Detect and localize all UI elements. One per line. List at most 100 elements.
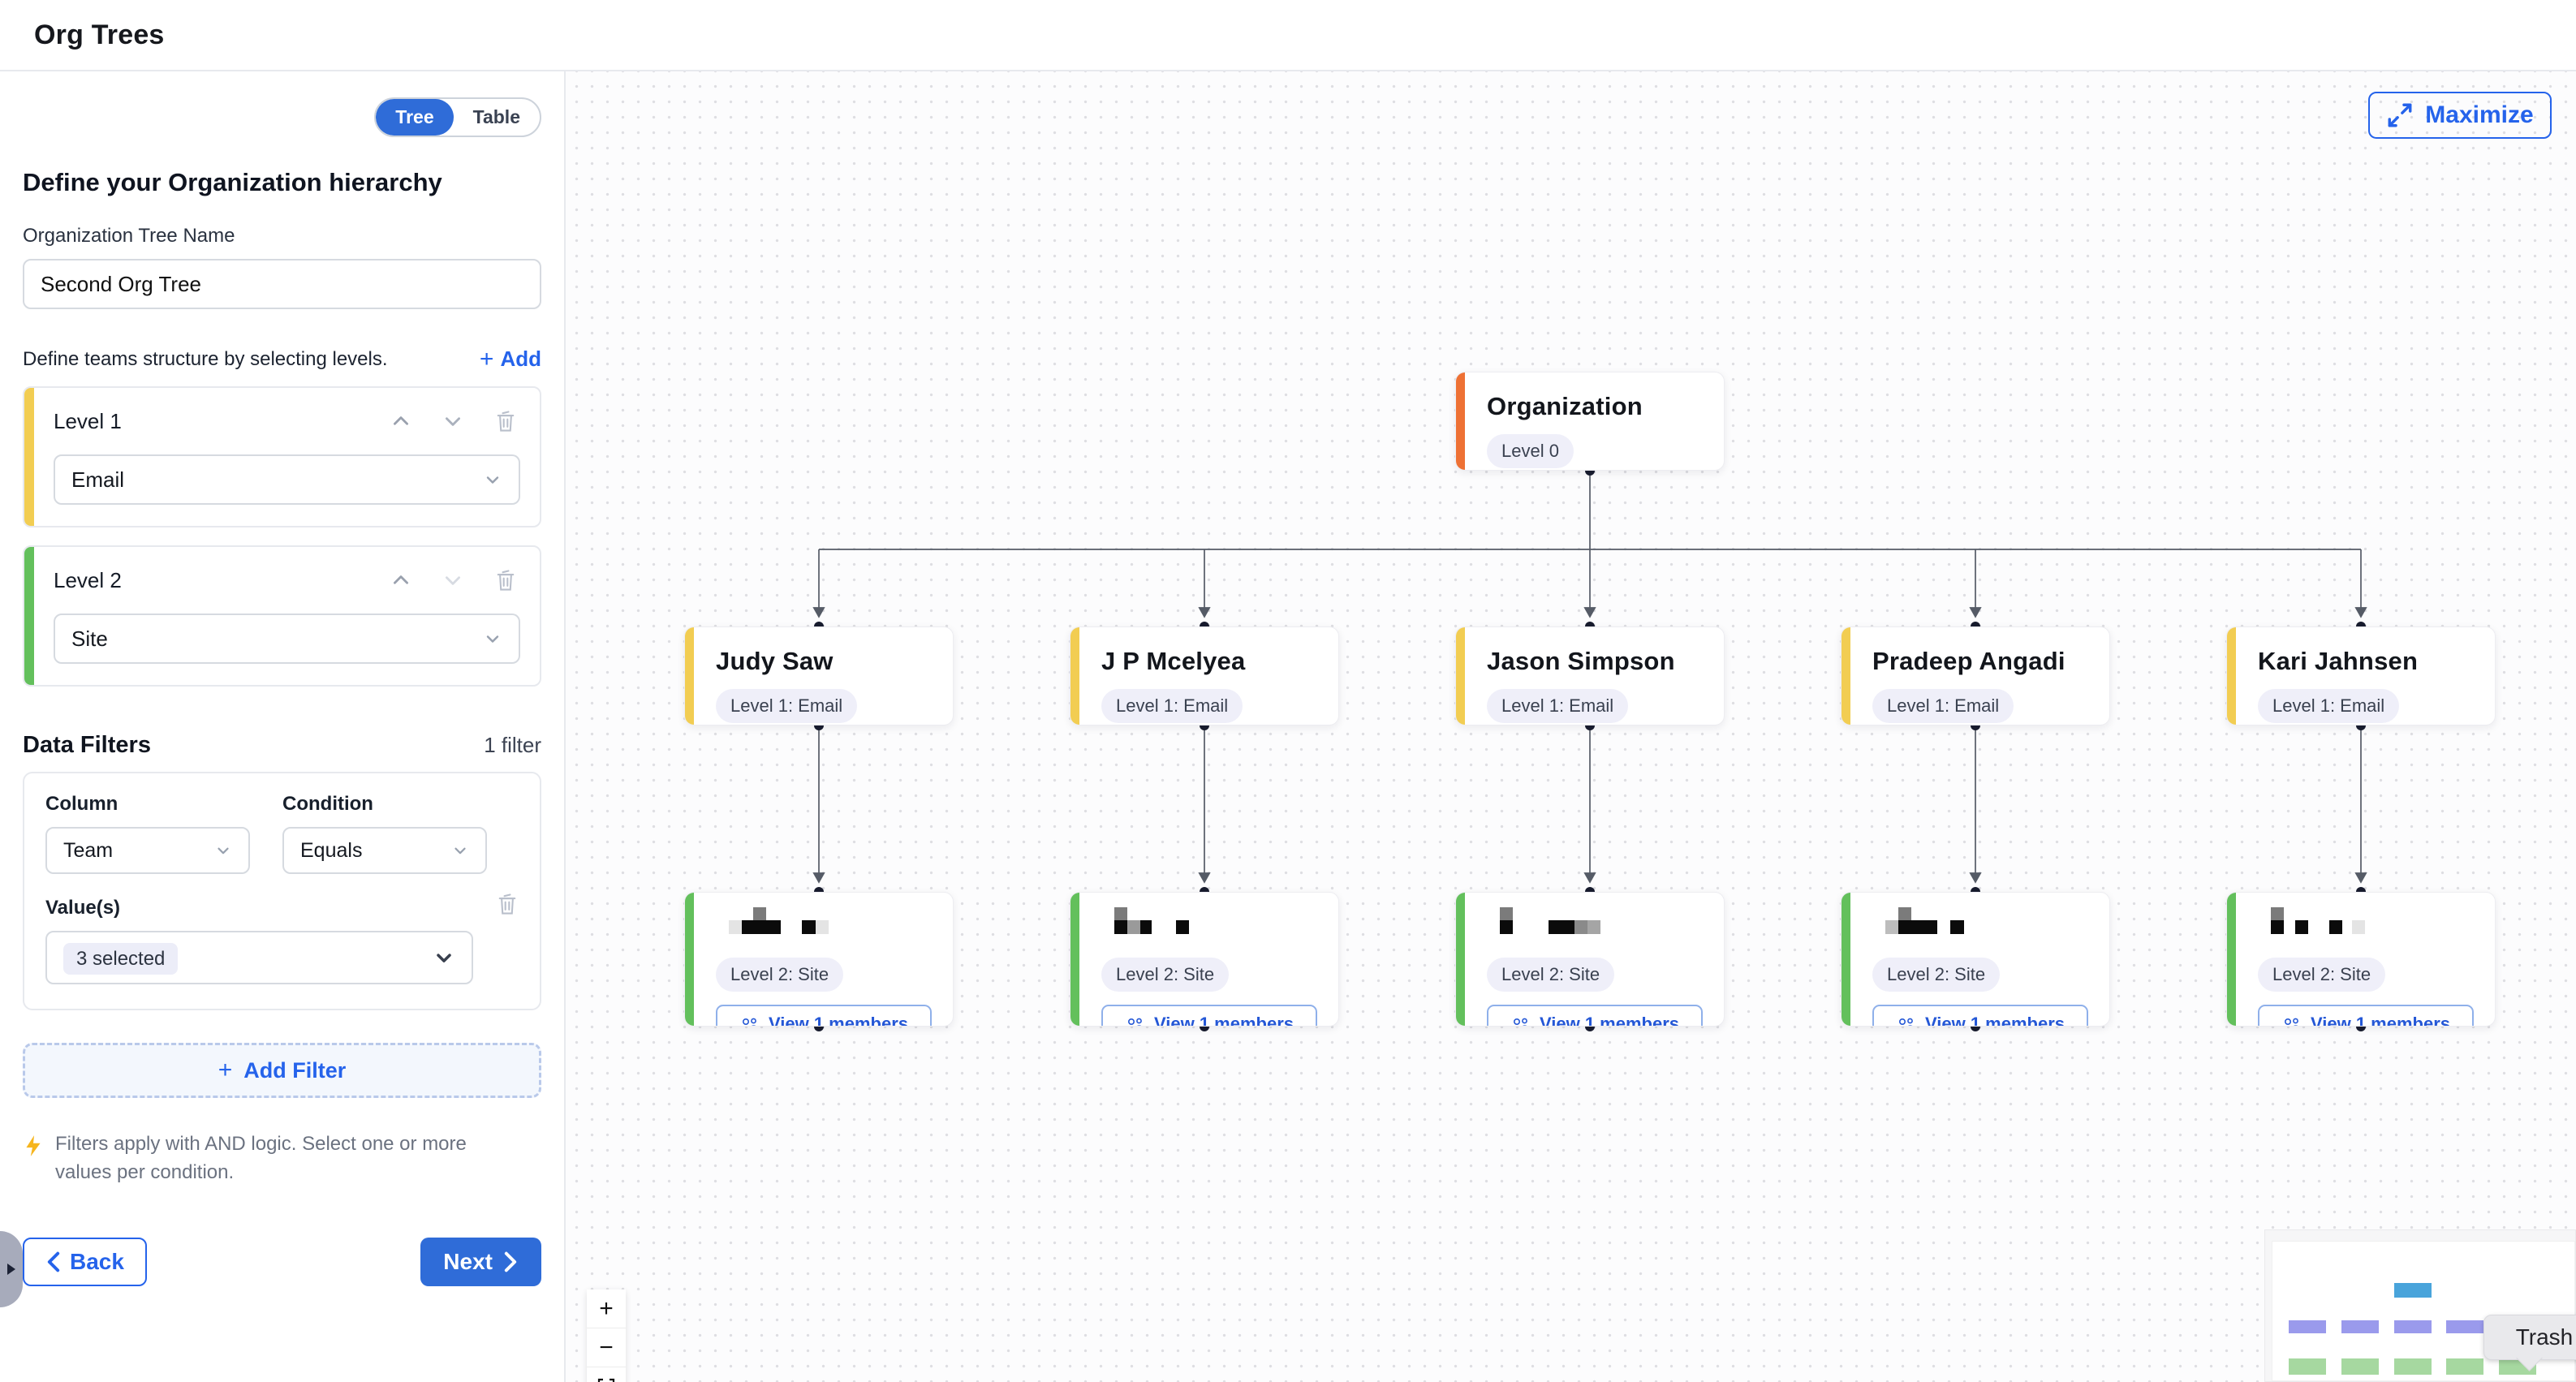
trash-tooltip: Trash (2483, 1315, 2576, 1360)
filter-condition-select[interactable]: Equals (282, 827, 487, 874)
column-label: Column (45, 793, 118, 815)
people-icon (1513, 1018, 1527, 1026)
levels-section-header: Define teams structure by selecting leve… (23, 347, 541, 372)
minimap-node (2446, 1320, 2483, 1333)
node-accent (1842, 627, 1850, 725)
people-icon (742, 1018, 756, 1026)
move-level-down-button[interactable] (439, 566, 467, 594)
people-icon (1127, 1018, 1142, 1026)
node-title: Pradeep Angadi (1872, 647, 2066, 675)
redacted-name (2271, 907, 2474, 946)
level1-node[interactable]: Pradeep Angadi Level 1: Email (1841, 626, 2110, 725)
chevron-down-icon (446, 417, 460, 426)
sidebar: Tree Table Define your Organization hier… (0, 71, 566, 1382)
minimap-node (2289, 1358, 2326, 1375)
view-members-button[interactable]: View 1 members (716, 1005, 932, 1026)
delete-filter-button[interactable] (493, 889, 522, 919)
expand-icon (2388, 103, 2412, 127)
view-members-button[interactable]: View 1 members (1487, 1005, 1703, 1026)
app-header: Org Trees (0, 0, 2576, 71)
filter-count: 1 filter (484, 733, 541, 757)
move-level-up-button[interactable] (387, 566, 415, 594)
node-accent (1456, 893, 1465, 1026)
org-root-node[interactable]: Organization Level 0 (1455, 372, 1725, 471)
view-members-button[interactable]: View 1 members (1101, 1005, 1317, 1026)
node-title: Jason Simpson (1487, 647, 1675, 675)
level1-accent (24, 388, 34, 526)
redacted-name (1885, 907, 2088, 946)
node-level-badge: Level 2: Site (1487, 958, 1615, 992)
minimap-node (2341, 1358, 2379, 1375)
add-filter-button[interactable]: + Add Filter (23, 1043, 541, 1098)
data-filters-title: Data Filters (23, 732, 151, 758)
play-right-icon (7, 1264, 15, 1275)
org-tree-canvas[interactable]: Organization Level 0 Judy Saw Level 1: E… (566, 71, 2576, 1382)
sidebar-expand-handle[interactable] (0, 1231, 23, 1307)
fit-view-icon (597, 1378, 615, 1382)
maximize-button[interactable]: Maximize (2368, 92, 2552, 139)
wizard-nav: Back Next (23, 1237, 541, 1286)
zoom-in-button[interactable]: + (587, 1289, 626, 1328)
filter-card: Column Condition Team Equals Value(s) (23, 772, 541, 1010)
node-accent (685, 627, 694, 725)
zoom-controls: + − (587, 1289, 626, 1382)
node-level-badge: Level 2: Site (1872, 958, 2001, 992)
chevron-up-icon (394, 416, 408, 425)
table-toggle-button[interactable]: Table (454, 99, 540, 136)
lightning-icon (26, 1135, 41, 1156)
level2-node[interactable]: Level 2: Site View 1 members (1070, 892, 1339, 1027)
chevron-up-icon (394, 575, 408, 584)
filter-values-select[interactable]: 3 selected (45, 931, 473, 984)
chevron-down-icon (446, 576, 460, 585)
zoom-out-button[interactable]: − (587, 1328, 626, 1367)
view-members-button[interactable]: View 1 members (1872, 1005, 2088, 1026)
view-toggle: Tree Table (374, 97, 541, 137)
level1-node[interactable]: J P Mcelyea Level 1: Email (1070, 626, 1339, 725)
view-members-button[interactable]: View 1 members (2258, 1005, 2474, 1026)
node-level-badge: Level 2: Site (2258, 958, 2386, 992)
tree-name-input[interactable] (23, 259, 541, 309)
node-level-badge: Level 1: Email (1101, 689, 1243, 723)
tree-toggle-button[interactable]: Tree (376, 99, 454, 136)
level2-node[interactable]: Level 2: Site View 1 members (2226, 892, 2496, 1027)
level1-node[interactable]: Kari Jahnsen Level 1: Email (2226, 626, 2496, 725)
filters-note: Filters apply with AND logic. Select one… (23, 1130, 510, 1187)
level2-column-select[interactable]: Site (54, 614, 520, 664)
node-accent (685, 893, 694, 1026)
move-level-up-button[interactable] (387, 407, 415, 435)
people-icon (2284, 1018, 2298, 1026)
next-button[interactable]: Next (420, 1237, 541, 1286)
minimap-node (2394, 1320, 2432, 1333)
add-level-button[interactable]: + Add (479, 345, 541, 372)
chevron-down-icon (486, 635, 499, 643)
chevron-down-icon (486, 476, 499, 484)
level2-node[interactable]: Level 2: Site View 1 members (684, 892, 954, 1027)
filter-column-select[interactable]: Team (45, 827, 250, 874)
level2-node[interactable]: Level 2: Site View 1 members (1455, 892, 1725, 1027)
node-level-badge: Level 1: Email (1872, 689, 2014, 723)
node-accent (2227, 893, 2236, 1026)
redacted-name (1500, 907, 1703, 946)
plus-icon: + (218, 1057, 233, 1083)
level1-node[interactable]: Jason Simpson Level 1: Email (1455, 626, 1725, 725)
back-button[interactable]: Back (23, 1237, 147, 1286)
minimap-node (2446, 1358, 2483, 1375)
trash-icon (497, 570, 515, 591)
delete-level-button[interactable] (491, 565, 520, 596)
level1-title: Level 1 (54, 408, 122, 433)
level1-column-select[interactable]: Email (54, 454, 520, 505)
delete-level-button[interactable] (491, 406, 520, 437)
move-level-down-button[interactable] (439, 407, 467, 435)
redacted-name (1114, 907, 1317, 946)
selected-count-chip: 3 selected (63, 942, 179, 975)
tree-name-label: Organization Tree Name (23, 225, 235, 247)
node-level-badge: Level 1: Email (716, 689, 858, 723)
page-title: Org Trees (34, 19, 165, 50)
people-icon (1898, 1018, 1913, 1026)
level2-title: Level 2 (54, 567, 122, 592)
fit-view-button[interactable] (587, 1367, 626, 1382)
level1-node[interactable]: Judy Saw Level 1: Email (684, 626, 954, 725)
level2-node[interactable]: Level 2: Site View 1 members (1841, 892, 2110, 1027)
node-accent (1070, 893, 1079, 1026)
